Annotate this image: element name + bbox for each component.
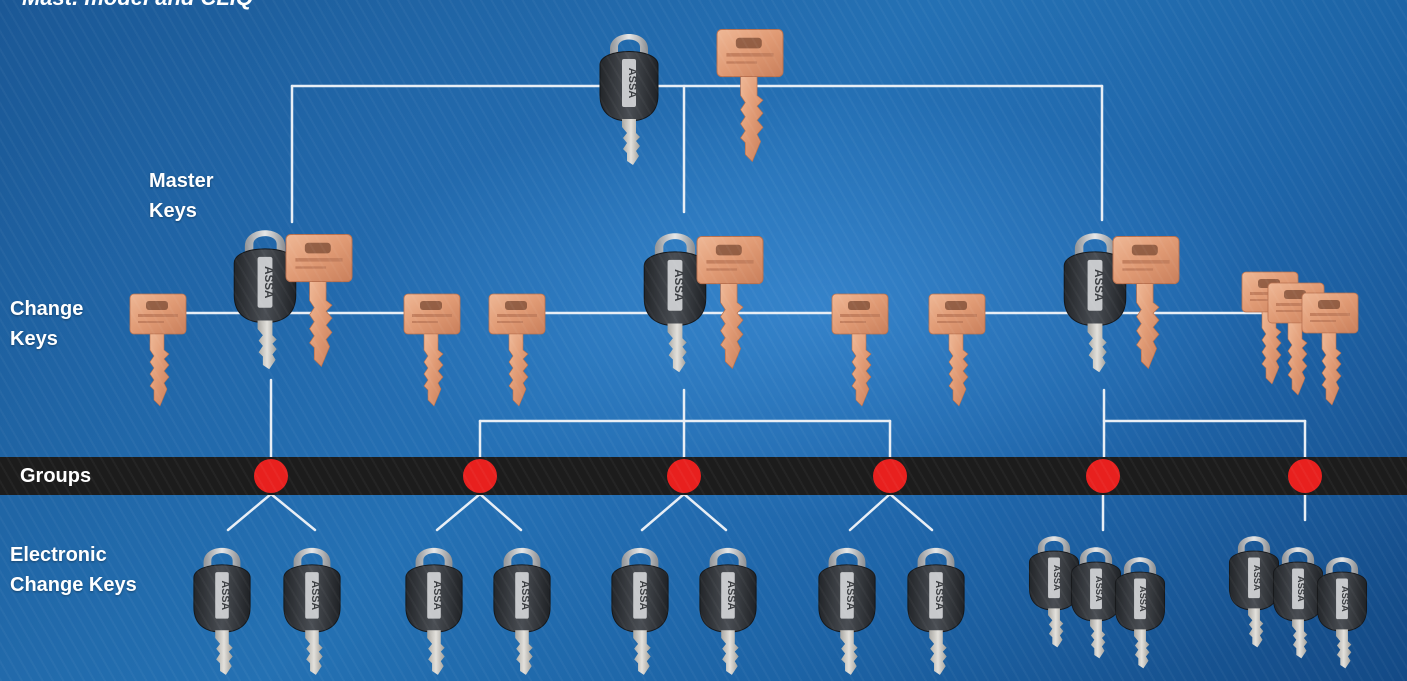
group-node-5 [1086, 459, 1120, 493]
group-node-3 [667, 459, 701, 493]
group-node-4 [873, 459, 907, 493]
group-node-6 [1288, 459, 1322, 493]
group-node-2 [463, 459, 497, 493]
group-node-1 [254, 459, 288, 493]
electronic-change-keys-label: Electronic Change Keys [10, 540, 137, 600]
